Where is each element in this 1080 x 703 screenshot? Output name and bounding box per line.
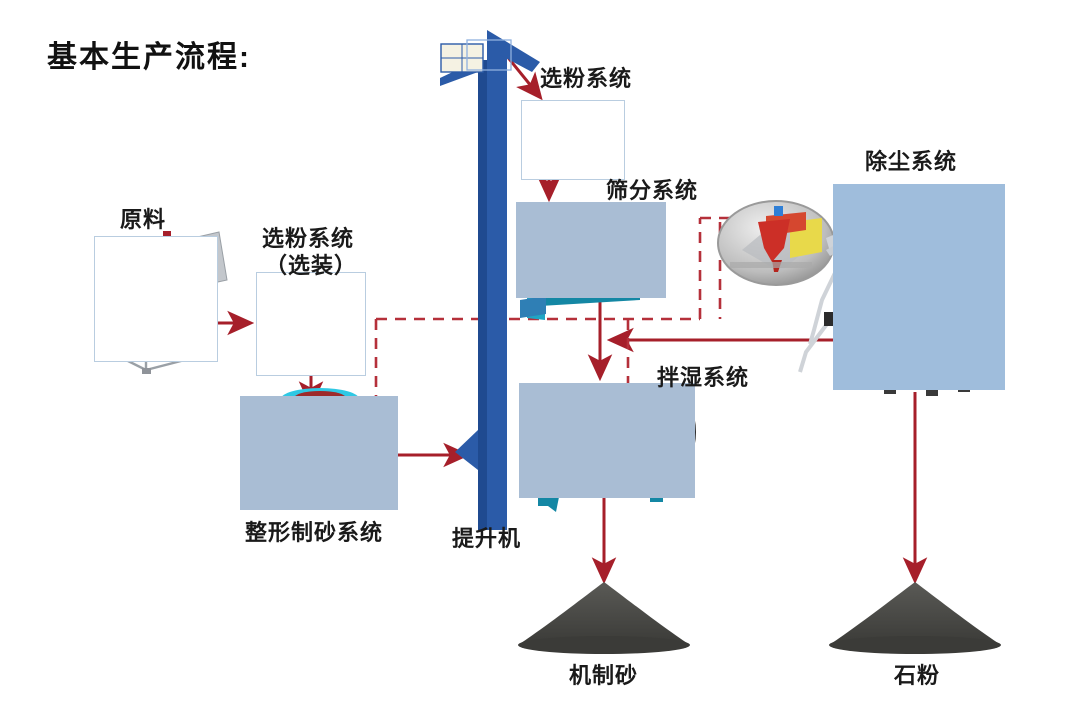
dust-removal-frame[interactable] xyxy=(833,184,1005,390)
label-output-stone-powder: 石粉 xyxy=(894,663,941,688)
label-raw-material: 原料 xyxy=(120,207,167,232)
wet-mixing-frame[interactable] xyxy=(519,383,695,498)
label-powder-selection-top: 选粉系统 xyxy=(540,66,633,91)
label-powder-selection-optional-line2: （选装） xyxy=(265,253,358,278)
label-powder-selection-optional-line1: 选粉系统 xyxy=(262,226,355,251)
screening-frame[interactable] xyxy=(516,202,666,298)
powder-selection-top-frame[interactable] xyxy=(521,100,625,180)
raw-material-frame[interactable] xyxy=(94,236,218,362)
page-title: 基本生产流程: xyxy=(47,41,251,74)
label-wet-mixing: 拌湿系统 xyxy=(657,365,750,390)
label-sand-shaping: 整形制砂系统 xyxy=(245,520,384,545)
label-elevator: 提升机 xyxy=(452,526,522,551)
powder-selection-optional-frame[interactable] xyxy=(256,272,366,376)
sand-shaping-frame[interactable] xyxy=(240,396,398,510)
label-screening: 筛分系统 xyxy=(606,178,699,203)
stone-powder-pile-icon xyxy=(829,582,1001,654)
label-output-sand: 机制砂 xyxy=(569,663,639,688)
label-dust-removal: 除尘系统 xyxy=(865,149,958,174)
sand-pile-icon xyxy=(518,582,690,654)
